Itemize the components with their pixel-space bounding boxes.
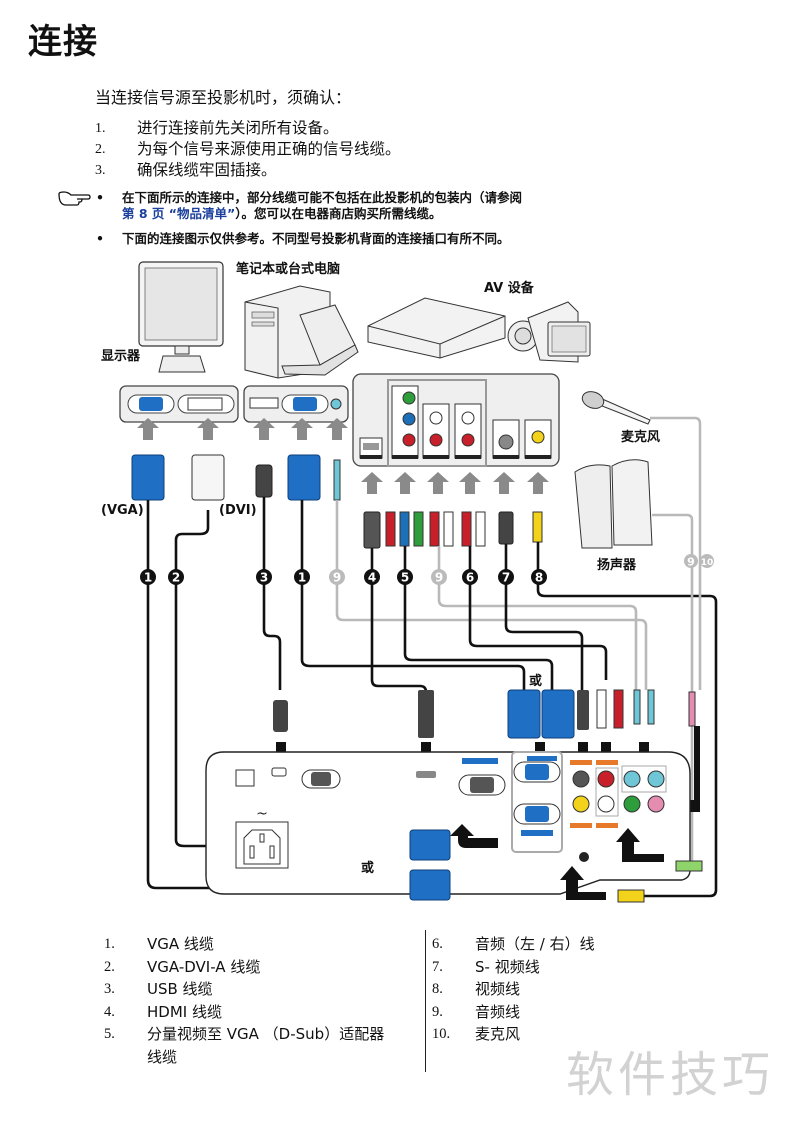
cable-marker: 5 [397,569,413,585]
legend-item: 10.麦克风 [432,1025,521,1043]
cable-marker: 10 [700,554,714,568]
svg-text:5: 5 [401,571,409,585]
projector-rear-panel: ~ [205,751,703,903]
legend-item: 9.音频线 [432,1002,521,1021]
audio-rca-connectors [429,511,486,547]
svg-text:9: 9 [435,571,443,585]
svg-text:9: 9 [687,556,695,569]
step-item: 2.为每个信号来源使用正确的信号线缆。 [95,140,401,158]
av-devices-label: AV 设备 [484,280,535,296]
legend-item: 4.HDMI 线缆 [104,1002,222,1021]
usb-mini-plug [273,700,288,732]
legend-item: 2.VGA-DVI-A 线缆 [104,957,261,976]
legend-item: 8.视频线 [432,980,521,998]
or-label-bottom: 或 [361,860,374,876]
monitor-label: 显示器 [101,349,141,364]
svg-text:9: 9 [333,571,341,585]
computer-label: 笔记本或台式电脑 [236,261,340,277]
legend-item: 5.分量视频至 VGA （D-Sub）适配器 [104,1025,385,1043]
cable-marker: 6 [462,569,478,585]
hdmi-plug [418,690,434,738]
cable-legend-left: 1.VGA 线缆 2.VGA-DVI-A 线缆 3.USB 线缆 4.HDMI … [104,933,384,1068]
av-port-panel [352,373,560,467]
cable-marker: 1 [140,569,156,585]
microphone-illustration [581,391,702,560]
svg-text:1: 1 [298,571,306,585]
microphone-label: 麦克风 [621,429,660,445]
legend-item: 7.S- 视频线 [432,957,540,976]
svg-text:2: 2 [172,571,180,585]
svg-text:1: 1 [144,571,152,585]
svg-text:6: 6 [466,571,474,585]
note-item: • 下面的连接图示仅供参考。不同型号投影机背面的连接插口有所不同。 [96,231,510,246]
page-reference-link[interactable]: 第 8 页 “物品清单” [122,206,236,221]
connection-diagram: 1 2 3 1 9 4 5 9 6 7 8 9 10 [101,261,718,903]
speakers-label: 扬声器 [597,557,637,573]
video-rca-connector [532,511,543,543]
vga-label: (VGA) [101,503,144,518]
svg-text:10: 10 [701,558,714,568]
watermark: 软件技巧 [566,1047,775,1103]
legend-item: 6.音频（左 / 右）线 [432,935,595,953]
pointing-hand-icon [58,191,91,206]
or-label-top: 或 [529,673,542,689]
svideo-plug [577,690,589,730]
cable-markers: 1 2 3 1 9 4 5 9 6 7 8 9 10 [140,554,714,585]
svg-text:4: 4 [368,571,376,585]
svg-text:3: 3 [260,571,268,585]
step-item: 1.进行连接前先关闭所有设备。 [95,119,339,137]
intro-text: 当连接信号源至投影机时，须确认： [95,88,352,107]
audio-rca-plugs [596,689,624,729]
computer-port-panel [243,385,349,423]
cable-marker: 9 [329,569,345,585]
svg-text:8: 8 [535,571,543,585]
precaution-steps: 1.进行连接前先关闭所有设备。 2.为每个信号来源使用正确的信号线缆。 3.确保… [95,118,401,181]
page-title: 连接 [28,22,98,62]
cable-marker: 4 [364,569,380,585]
note-item: • 在下面所示的连接中，部分线缆可能不包括在此投影机的包装内（请参阅 第 8 页… [96,190,523,221]
vga-connector-1 [131,454,165,501]
cable-marker: 8 [531,569,547,585]
usb-connector [255,464,273,498]
camcorder-illustration [507,301,591,363]
hdmi-connector [363,511,381,549]
dvd-player-illustration [367,297,506,407]
input-arrows [137,418,549,494]
cable-marker: 2 [168,569,184,585]
diagram-labels: 笔记本或台式电脑 AV 设备 显示器 麦克风 扬声器 (VGA) (DVI) 或… [101,261,660,876]
legend-item: 线缆 [147,1047,178,1066]
component-rca-connectors [385,511,424,547]
speakers-illustration [574,459,694,560]
cable-marker: 1 [294,569,310,585]
monitor-port-panel [119,385,239,423]
dvi-connector [191,454,225,501]
legend-item: 3.USB 线缆 [104,980,213,998]
audio-jack-plugs [633,689,696,727]
svideo-connector [498,511,514,545]
dvi-label: (DVI) [219,503,257,518]
cable-legend-right: 6.音频（左 / 右）线 7.S- 视频线 8.视频线 9.音频线 10.麦克风 [432,933,595,1046]
computer-illustration [244,285,359,379]
power-symbol: ~ [256,806,268,822]
legend-divider [425,930,426,1072]
audio-jack-connector [333,459,341,501]
vga-plugs [507,689,575,739]
cable-marker: 9 [431,569,447,585]
cable-marker: 7 [498,569,514,585]
legend-item: 1.VGA 线缆 [104,935,214,953]
monitor-illustration [138,261,224,373]
cable-marker: 3 [256,569,272,585]
svg-text:7: 7 [502,571,510,585]
cable-marker: 9 [684,554,698,569]
vga-connector-2 [287,454,321,501]
step-item: 3.确保线缆牢固插接。 [95,161,277,179]
